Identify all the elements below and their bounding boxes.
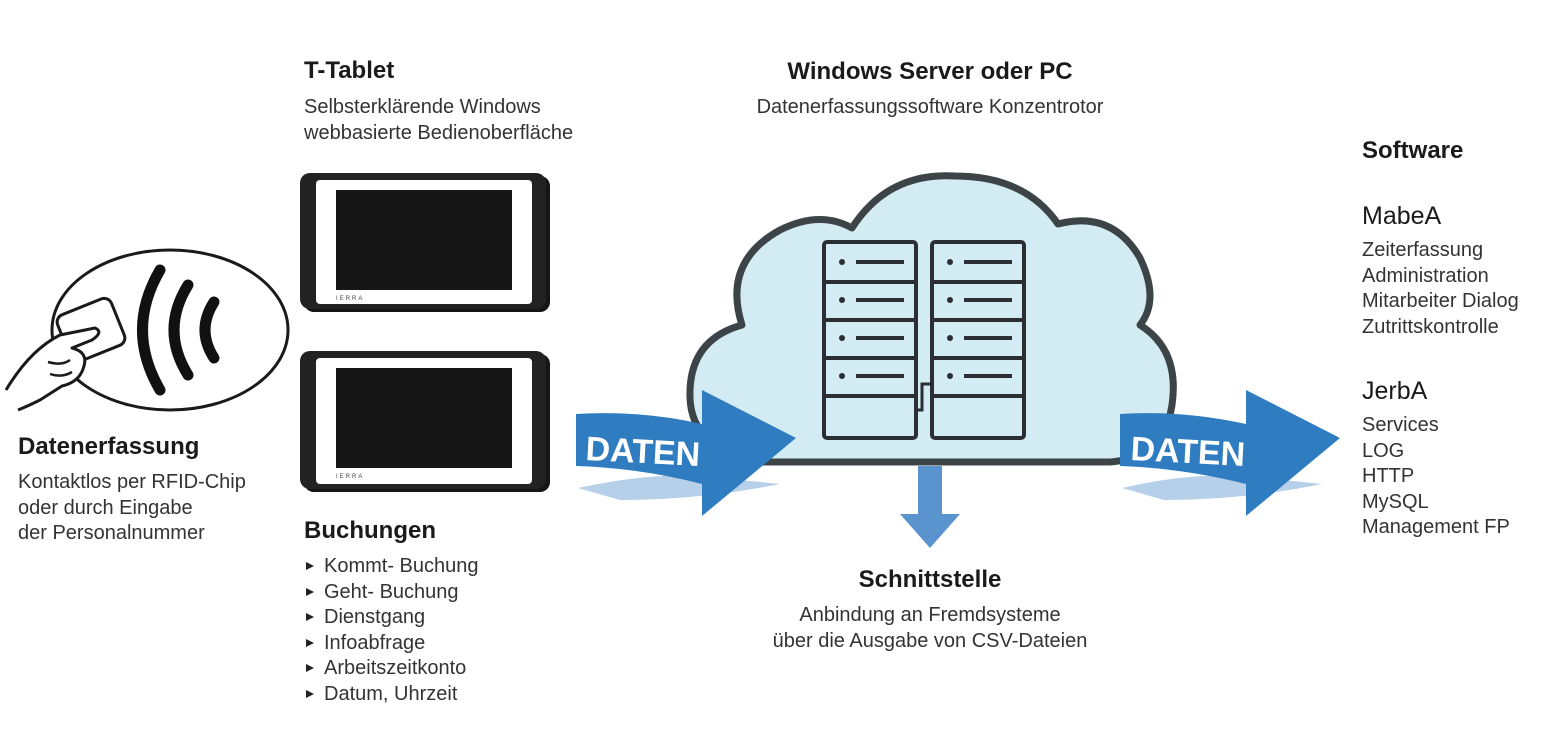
data-arrow-left bbox=[576, 390, 796, 516]
server-slot-indicators bbox=[839, 259, 1012, 379]
interface-description-line: über die Ausgabe von CSV-Dateien bbox=[772, 629, 1088, 652]
bookings-item: Dienstgang bbox=[304, 605, 479, 631]
bookings-list: Kommt- Buchung Geht- Buchung Dienstgang … bbox=[304, 554, 479, 707]
software-jerba-list: Services LOG HTTP MySQL Management FP bbox=[1362, 413, 1510, 541]
tablet-description-line: webbasierte Bedienoberfläche bbox=[304, 121, 574, 144]
interface-description-line: Anbindung an Fremdsysteme bbox=[799, 604, 1061, 626]
tablet-device-top bbox=[300, 173, 550, 312]
software-jerba-item: Management FP bbox=[1362, 516, 1510, 538]
tablet-title: T-Tablet bbox=[304, 57, 395, 84]
capture-description-line: oder durch Eingabe bbox=[18, 496, 193, 519]
software-mabea-item: Zeiterfassung bbox=[1362, 239, 1484, 261]
bookings-item: Arbeitszeitkonto bbox=[304, 656, 479, 682]
tablet-brand-bottom: IERRA bbox=[336, 474, 364, 480]
capture-description-line: Kontaktlos per RFID-Chip bbox=[18, 471, 246, 493]
bookings-item: Geht- Buchung bbox=[304, 580, 479, 606]
data-arrow-left-label: DATEN bbox=[585, 430, 701, 474]
tablet-description: Selbsterklärende Windows webbasierte Bed… bbox=[304, 95, 573, 146]
software-mabea-item: Mitarbeiter Dialog bbox=[1362, 290, 1519, 312]
bookings-item: Infoabfrage bbox=[304, 631, 479, 657]
capture-title: Datenerfassung bbox=[18, 433, 200, 460]
down-arrow-interface bbox=[900, 466, 960, 548]
server-rack-right bbox=[930, 240, 1026, 440]
software-jerba-item: HTTP bbox=[1362, 465, 1415, 487]
capture-description-line: der Personalnummer bbox=[18, 522, 205, 544]
server-rack-left bbox=[822, 240, 918, 440]
software-mabea-item: Zutrittskontrolle bbox=[1362, 315, 1499, 338]
bookings-title: Buchungen bbox=[304, 517, 436, 544]
tablet-brand-top: IERRA bbox=[336, 296, 364, 302]
tablet-device-bottom bbox=[300, 351, 550, 492]
software-jerba-item: Services bbox=[1362, 414, 1439, 436]
server-cable bbox=[916, 382, 932, 412]
software-mabea-list: Zeiterfassung Administration Mitarbeiter… bbox=[1362, 238, 1519, 340]
software-jerba-name: JerbA bbox=[1362, 377, 1428, 405]
interface-title: Schnittstelle bbox=[858, 566, 1002, 593]
server-subtitle: Datenerfassungssoftware Konzentrotor bbox=[756, 96, 1104, 118]
software-mabea-name: MabeA bbox=[1362, 202, 1442, 230]
tablet-description-line: Selbsterklärende Windows bbox=[304, 96, 541, 118]
data-arrow-right bbox=[1120, 390, 1340, 516]
interface-description: Anbindung an Fremdsysteme über die Ausga… bbox=[730, 603, 1130, 654]
software-jerba-item: LOG bbox=[1362, 439, 1405, 462]
rfid-illustration bbox=[4, 248, 290, 412]
bookings-item: Kommt- Buchung bbox=[304, 554, 479, 580]
software-jerba-item: MySQL bbox=[1362, 490, 1429, 513]
software-mabea-item: Administration bbox=[1362, 264, 1489, 287]
software-title: Software bbox=[1362, 137, 1464, 164]
bookings-item: Datum, Uhrzeit bbox=[304, 682, 479, 708]
data-arrow-right-label: DATEN bbox=[1130, 430, 1246, 474]
server-title: Windows Server oder PC bbox=[787, 58, 1073, 85]
capture-description: Kontaktlos per RFID-Chip oder durch Eing… bbox=[18, 470, 246, 547]
